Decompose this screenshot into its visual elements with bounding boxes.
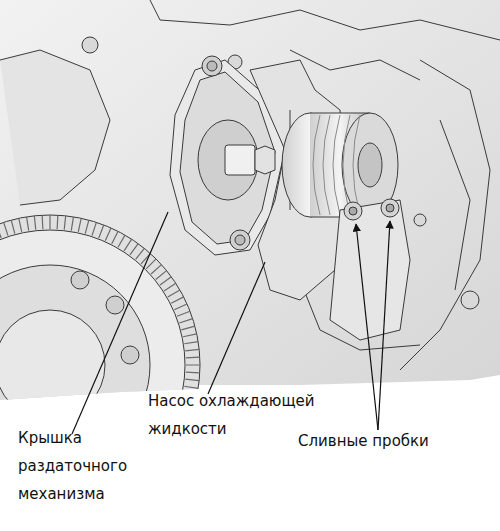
part-label: Крышка раздаточного механизма [18, 424, 140, 508]
gear-tooth [136, 248, 145, 259]
gear-tooth [0, 225, 1, 238]
gear-tooth [92, 222, 96, 235]
gear-tooth [27, 217, 29, 231]
gear-tooth [136, 471, 145, 482]
gear-tooth [156, 271, 167, 280]
gear-tooth [99, 225, 104, 238]
gear-tooth [183, 334, 197, 337]
drain-plugs [344, 199, 399, 220]
gear-tooth [34, 216, 35, 230]
leader-line [356, 224, 378, 430]
gear-tooth [11, 496, 15, 510]
gear-tooth [105, 228, 111, 241]
gear-tooth [124, 239, 132, 251]
pulley-groove [323, 115, 330, 215]
gear-tooth [168, 290, 180, 297]
gear-tooth [164, 283, 176, 291]
part-label: Сливные пробки [298, 427, 478, 455]
gear-tooth [57, 215, 59, 229]
block-edge [0, 50, 110, 205]
gear-tooth [0, 492, 1, 505]
pulley-groove [343, 115, 350, 215]
leader-line [208, 262, 265, 394]
gear-tooth [177, 414, 190, 419]
gear-tooth [19, 218, 22, 232]
gear-tooth [160, 445, 171, 453]
block-rib [400, 60, 490, 370]
gear-tooth [78, 218, 81, 232]
gear-tooth [185, 349, 199, 350]
gear-tooth [184, 386, 198, 388]
block-rib [290, 50, 420, 80]
gear-tooth [112, 486, 118, 498]
gear-tooth [42, 215, 44, 229]
gear-tooth [179, 319, 192, 323]
gear-tooth [4, 494, 8, 507]
gear-tooth [164, 439, 176, 447]
gear-tooth [171, 297, 183, 303]
block-top [150, 0, 500, 40]
gear-tooth [185, 379, 199, 380]
gear-tooth [181, 326, 195, 330]
gear-tooth [118, 483, 125, 495]
gear-tooth [177, 311, 190, 316]
leader-line [378, 221, 390, 430]
gear-tooth [4, 222, 8, 235]
gear-tooth [11, 220, 15, 234]
block-rib [440, 120, 470, 290]
pulley-groove [333, 115, 340, 215]
gear-tooth [174, 304, 187, 310]
gear-tooth [105, 489, 111, 502]
gear-tooth [130, 244, 138, 255]
gear-tooth [160, 277, 171, 285]
pulley-groove [313, 115, 320, 215]
gear-tooth [156, 451, 167, 460]
gear-tooth [146, 461, 156, 471]
gear-tooth [112, 231, 118, 243]
gear-tooth [85, 220, 89, 234]
flywheel [0, 215, 200, 515]
gear-tooth [49, 215, 50, 229]
gear-tooth [64, 216, 65, 230]
gear-tooth [186, 372, 200, 374]
gear-tooth [151, 456, 161, 465]
gear-tooth [49, 501, 50, 515]
gear-tooth [71, 217, 73, 231]
gear-tooth [118, 235, 125, 247]
gear-tooth [130, 475, 138, 486]
gear-tooth [186, 364, 200, 365]
gear-tooth [151, 265, 161, 274]
gear-tooth [186, 357, 200, 359]
gear-tooth [184, 342, 198, 344]
gear-tooth [124, 479, 132, 491]
gear-tooth [141, 466, 150, 476]
